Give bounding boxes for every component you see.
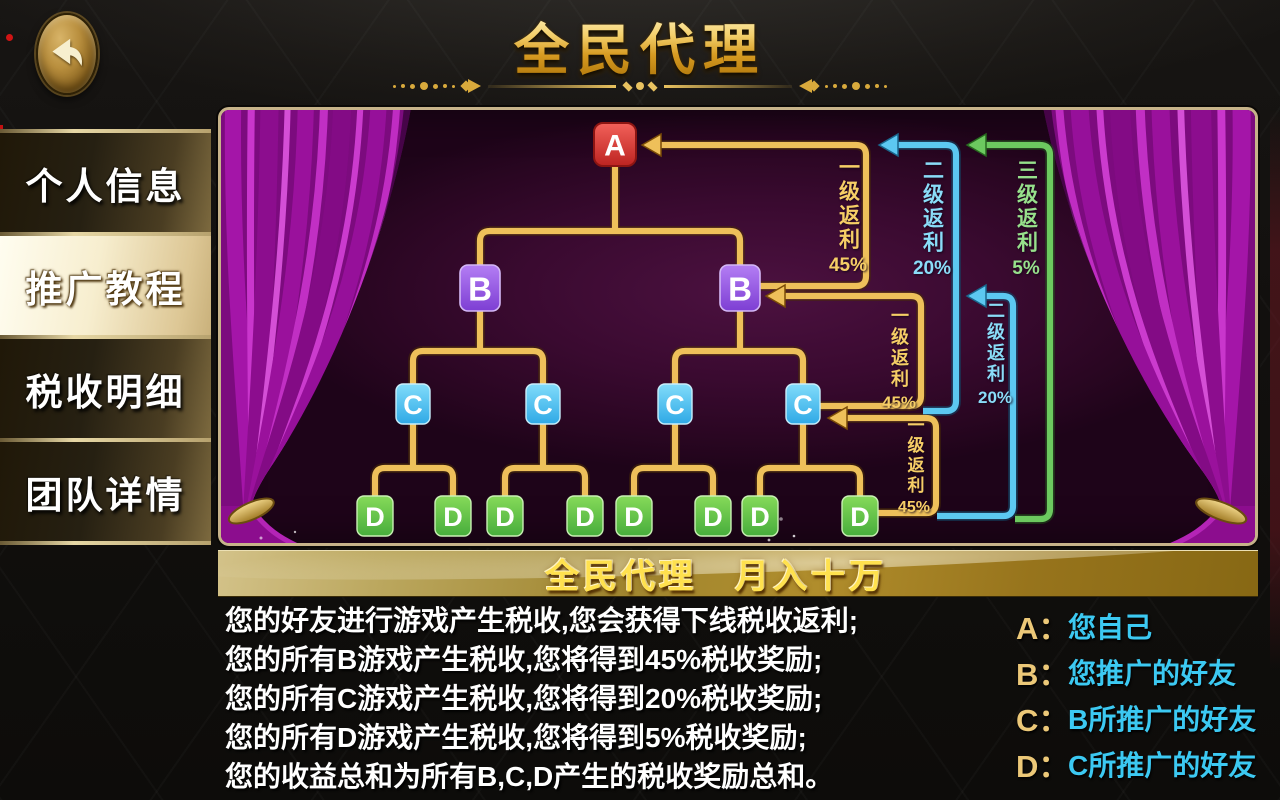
legend-row-b: B： 您推广的好友 [1016,655,1256,692]
node-c-label: C [533,390,553,420]
sidebar-divider [0,541,211,545]
description-line-4: 您的所有D游戏产生税收,您将得到5%税收奖励; [225,722,807,753]
tree-connectors [371,166,864,496]
rebate-label-d-to-b: 二级返利 20% [977,301,1013,407]
slogan-text: 全民代理 月入十万 [545,558,887,596]
legend-row-d: D： C所推广的好友 [1016,747,1256,784]
legend-key: D： [1016,749,1070,784]
sidebar-divider [0,232,211,236]
sidebar-divider [0,335,211,339]
node-d-label: D [850,502,870,532]
legend-desc: 您推广的好友 [1068,657,1237,689]
node-d-label: D [575,502,595,532]
node-d-label: D [365,502,385,532]
description-line-3: 您的所有C游戏产生税收,您将得到20%税收奖励; [225,683,823,714]
node-c-label: C [793,390,813,420]
sidebar-divider [0,129,211,133]
rebate-label-d-to-c: 一级返利 45% [897,416,931,516]
node-a: A [593,122,637,167]
sidebar-item-tax-details[interactable]: 税收明细 [0,339,211,438]
node-c-label: C [665,390,685,420]
rebate-path-level1 [661,141,940,517]
ornament-center-icon [622,80,658,92]
right-edge-glow [1270,110,1280,670]
node-c-4: C [785,383,821,425]
node-b-label: B [728,271,752,308]
legend-desc: 您自己 [1068,611,1153,643]
node-legend: A： 您自己 B： 您推广的好友 C： B所推广的好友 D： C所推广的好友 [1016,609,1256,784]
rebate-label-c-to-b: 一级返利 45% [881,306,917,412]
legend-desc: C所推广的好友 [1068,749,1257,781]
node-b-1: B [459,264,501,312]
rebate-arrowheads [640,132,987,431]
ornament-dots-right [825,82,887,90]
ornament-arrow-left-icon [799,79,820,93]
node-c-label: C [403,390,423,420]
referral-tree-diagram: A B B C C [259,122,1055,542]
legend-key: A： [1016,611,1070,646]
rebate-path-level3 [986,141,1054,523]
ornament-dots-left [393,82,455,90]
ornament-line [664,84,792,88]
ornament-arrow-right-icon [460,79,481,93]
description-line-1: 您的好友进行游戏产生税收,您会获得下线税收返利; [225,605,859,636]
node-b-label: B [468,271,492,308]
description-line-5: 您的收益总和为所有B,C,D产生的税收奖励总和。 [225,761,834,792]
node-a-label: A [604,130,626,163]
sidebar-item-personal-info[interactable]: 个人信息 [0,133,211,232]
node-d-row: D D D D D D D D [356,495,879,537]
node-d-label: D [443,502,463,532]
node-c-2: C [525,383,561,425]
title-divider-ornament [0,79,1280,93]
recording-dot [6,34,13,41]
page-title: 全民代理 [0,5,1280,85]
rebate-label-b-to-a: 一级返利 45% [828,156,868,276]
rebate-path-level2 [898,141,1017,520]
node-b-2: B [719,264,761,312]
node-d-label: D [703,502,723,532]
slogan-banner: 全民代理 月入十万 [218,550,1258,597]
node-d-label: D [750,502,770,532]
back-arrow-icon [52,38,83,67]
sidebar-item-team-details[interactable]: 团队详情 [0,442,211,541]
legend-row-c: C： B所推广的好友 [1016,701,1256,738]
back-button[interactable] [36,13,98,95]
rebate-label-d-to-a: 三级返利 5% [1012,159,1040,279]
rules-description: 您的好友进行游戏产生税收,您会获得下线税收返利; 您的所有B游戏产生税收,您将得… [225,601,1025,796]
sidebar: 个人信息 推广教程 税收明细 团队详情 [0,129,211,545]
node-d-label: D [495,502,515,532]
node-c-3: C [657,383,693,425]
legend-desc: B所推广的好友 [1068,703,1257,735]
node-c-1: C [395,383,431,425]
rebate-label-c-to-a: 二级返利 20% [912,159,952,279]
legend-key: C： [1016,703,1070,738]
sidebar-item-promotion-tutorial[interactable]: 推广教程 [0,236,211,335]
stage-panel: A B B C C [218,107,1258,546]
node-d-label: D [624,502,644,532]
legend-row-a: A： 您自己 [1016,609,1256,646]
sidebar-divider [0,438,211,442]
ornament-line [488,84,616,88]
description-line-2: 您的所有B游戏产生税收,您将得到45%税收奖励; [225,644,823,675]
legend-key: B： [1016,657,1070,692]
